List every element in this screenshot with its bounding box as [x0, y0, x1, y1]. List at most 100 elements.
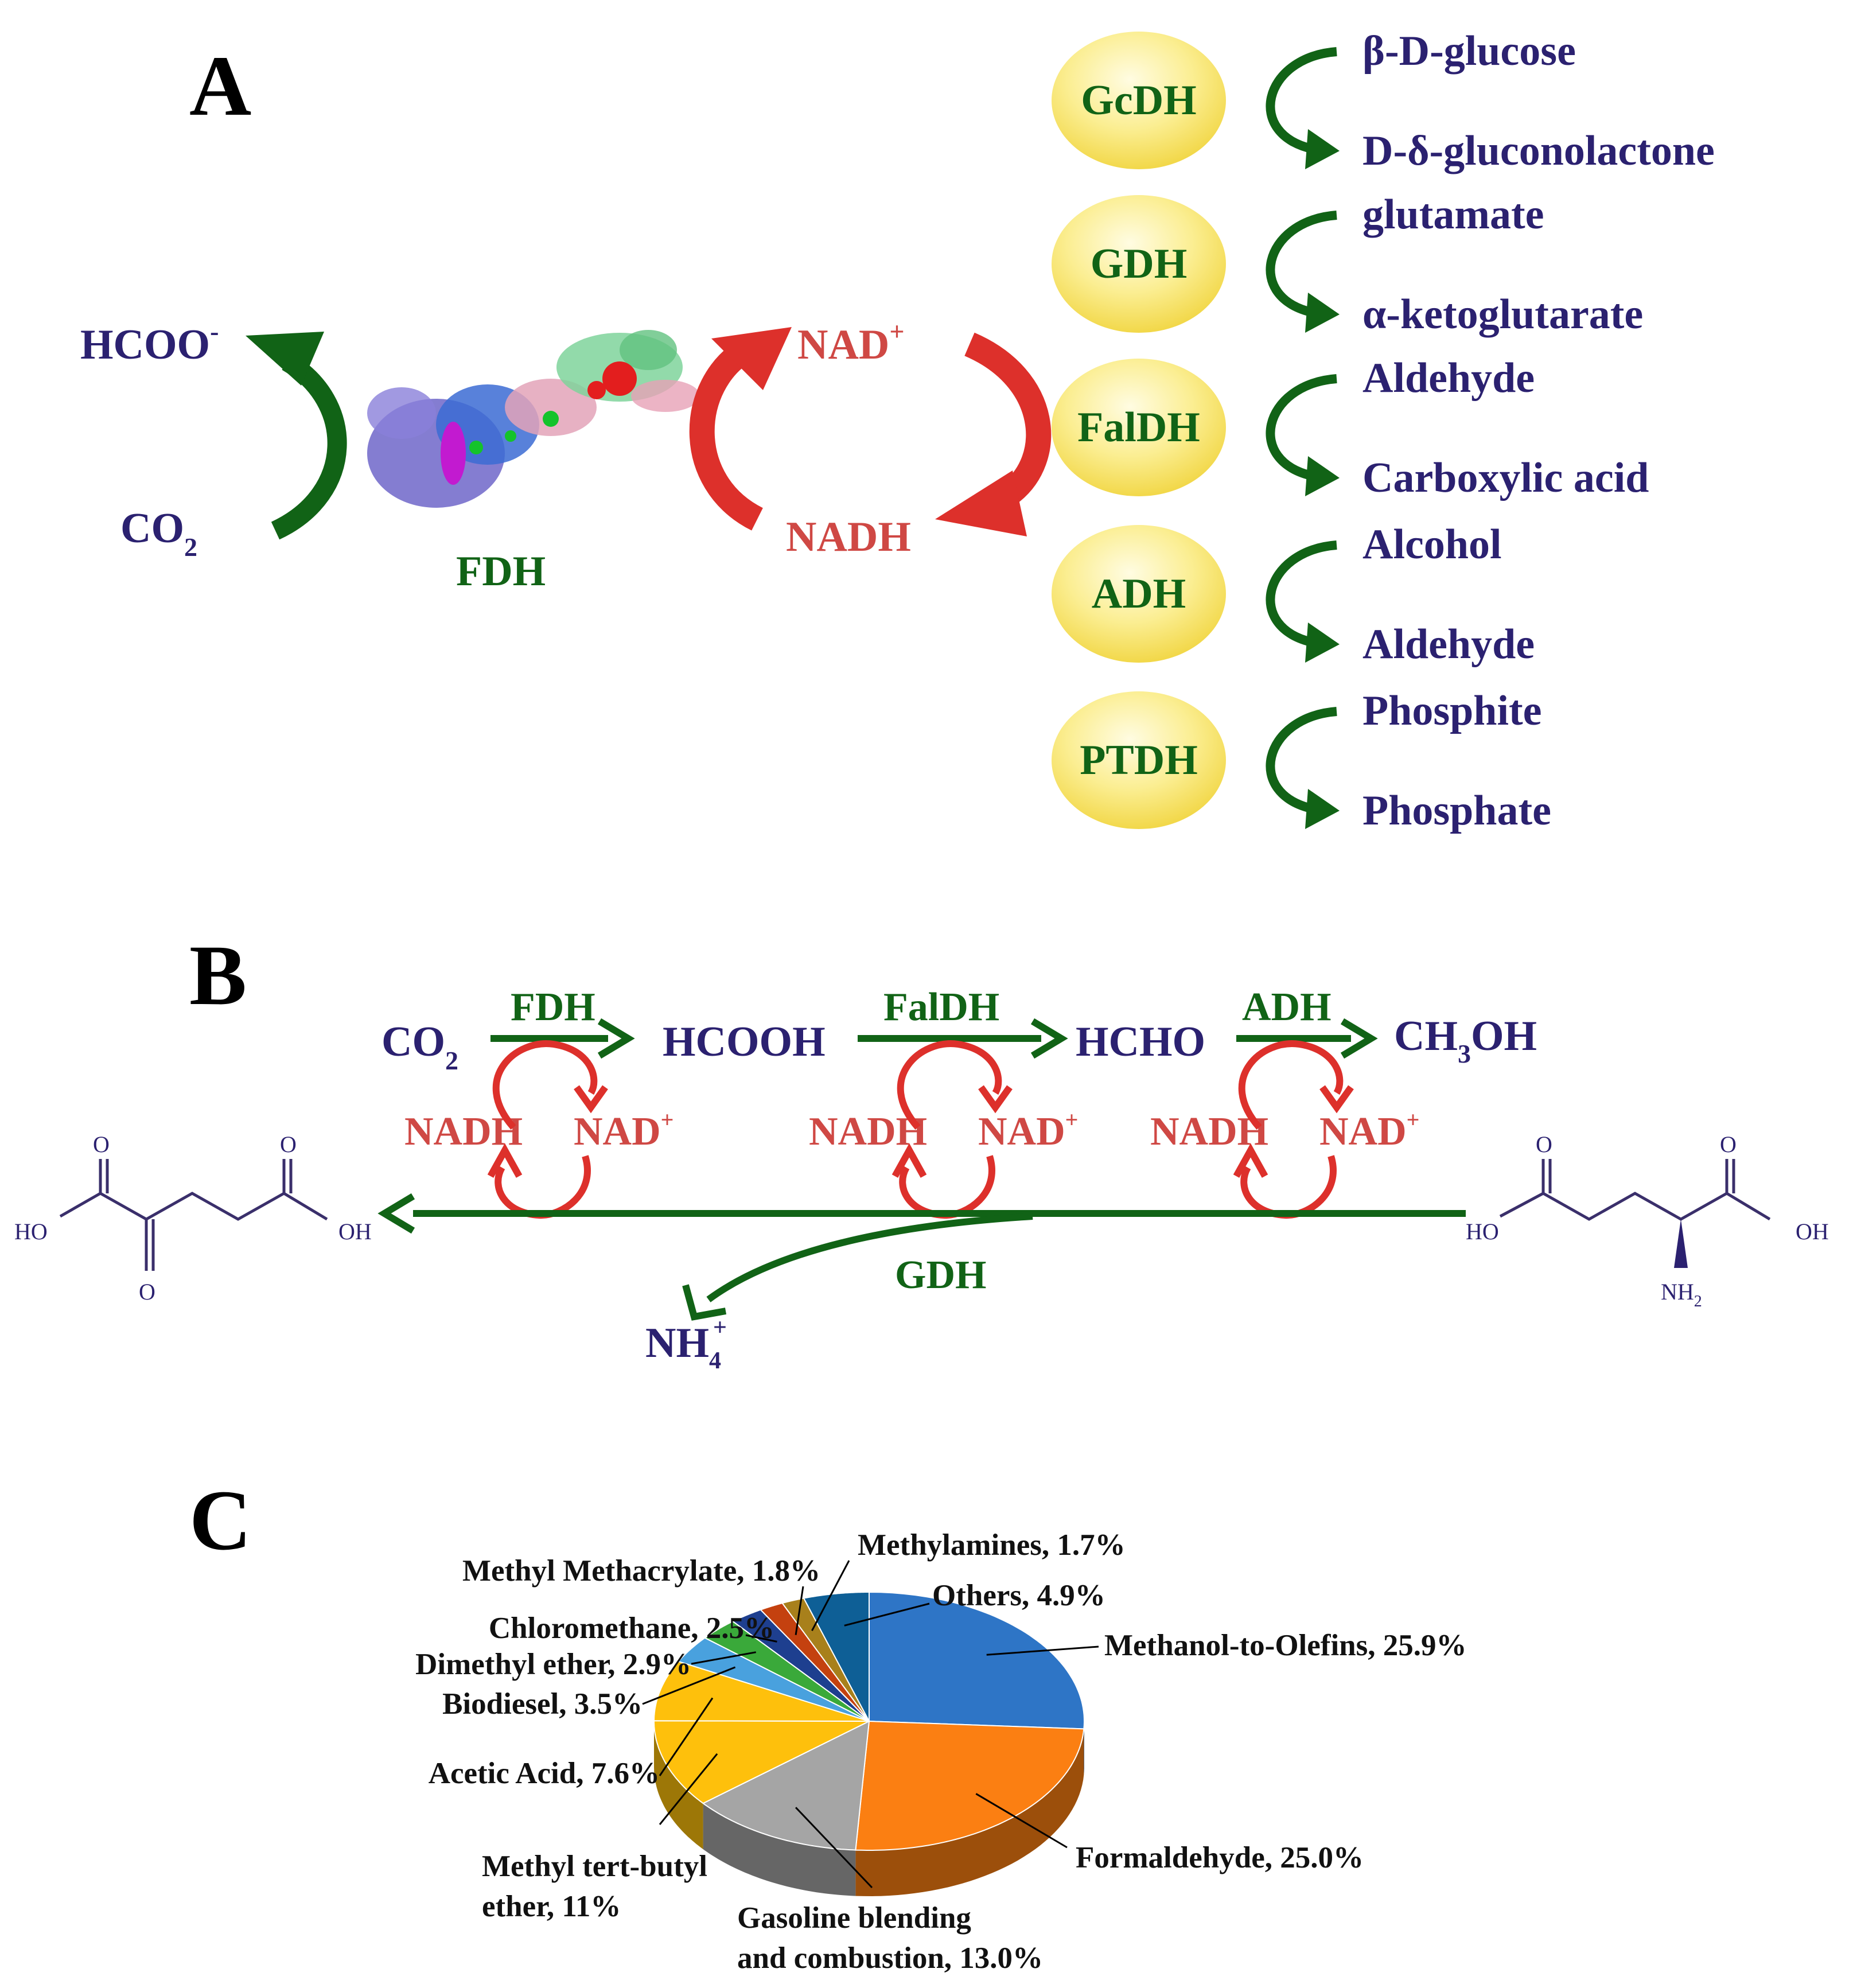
- b-adh-arrowhead: [1340, 1018, 1378, 1059]
- pie-data-label: Acetic Acid, 7.6%: [429, 1757, 660, 1790]
- b-ch3oh-a: CH: [1394, 1013, 1458, 1060]
- b-cycle-3: NADH NAD+: [1150, 1040, 1419, 1219]
- glutamate-wedge-bond: [1674, 1219, 1688, 1268]
- glu-nh2-main: NH: [1661, 1279, 1694, 1305]
- pie-slice: [731, 1609, 870, 1722]
- glu-o-2: O: [1720, 1131, 1737, 1157]
- glu-nh2-sub: 2: [1694, 1293, 1702, 1310]
- pie-slice: [678, 1637, 870, 1722]
- enzyme-ellipse: [1052, 359, 1226, 496]
- pie-data-label: Biodiesel, 3.5%: [442, 1687, 643, 1721]
- pie-slice-side: [654, 1721, 703, 1850]
- enzyme-reaction-arrow: [1266, 47, 1337, 154]
- nadh-to-nad-arrowhead: [711, 327, 792, 390]
- b-nad-3: NAD+: [1319, 1107, 1419, 1154]
- enzyme-reaction-arrowhead: [1305, 789, 1340, 829]
- akg-o-1: O: [93, 1131, 110, 1157]
- pie-slice: [702, 1720, 870, 1851]
- b-cycle-1-bottom-head: [487, 1143, 523, 1178]
- pie-leader-line: [691, 1651, 756, 1665]
- co2-to-hcoo-arrowhead: [246, 332, 324, 386]
- glu-o-1: O: [1536, 1131, 1552, 1157]
- enzyme-reaction-arrow: [1266, 211, 1337, 317]
- pie-leader-line: [795, 1807, 873, 1889]
- nadh-text: NADH: [786, 513, 911, 561]
- enzyme-product: α-ketoglutarate: [1362, 291, 1643, 338]
- b-nad-2-sup: +: [1065, 1107, 1079, 1133]
- b-nad-1-main: NAD: [574, 1110, 661, 1154]
- nad-to-nadh-arrow: [964, 332, 1052, 504]
- co2-main: CO: [120, 505, 184, 552]
- b-cycle-1: NADH NAD+: [404, 1040, 674, 1219]
- pie-leader-line: [659, 1753, 718, 1825]
- nh4-branch-arrow: [706, 1213, 1033, 1302]
- b-nad-3-sup: +: [1407, 1107, 1420, 1133]
- b-cycle-3-bottom-head: [1233, 1143, 1268, 1178]
- pie-data-label: Chloromethane, 2.5%: [489, 1612, 774, 1645]
- enzyme-product: D-δ-gluconolactone: [1362, 127, 1715, 174]
- gdh-main-arrowhead: [377, 1193, 415, 1234]
- akg-ho: HO: [14, 1219, 48, 1244]
- b-cycle-2-bottom-head: [891, 1143, 927, 1178]
- pie-leader-line: [844, 1602, 930, 1627]
- pie-data-label: ether, 11%: [482, 1890, 621, 1923]
- b-adh-label: ADH: [1242, 985, 1332, 1029]
- b-fdh-arrowhead: [597, 1018, 635, 1059]
- pie-labels: Methanol-to-Olefins, 25.9%Formaldehyde, …: [415, 1528, 1466, 1975]
- enzyme-reaction-arrow: [1266, 374, 1337, 481]
- b-cycle-3-top-head: [1319, 1085, 1354, 1114]
- enzyme-ellipse: [1052, 525, 1226, 663]
- b-cycle-1-top-head: [574, 1085, 608, 1114]
- enzyme-substrate: Aldehyde: [1362, 355, 1535, 402]
- enzyme-product: Carboxylic acid: [1362, 454, 1649, 501]
- alpha-ketoglutarate-structure: [59, 1159, 328, 1271]
- enzyme-list: GcDHβ-D-glucoseD-δ-gluconolactoneGDHglut…: [1052, 28, 1715, 834]
- co2-sub: 2: [184, 532, 197, 562]
- pie-slice: [803, 1592, 870, 1722]
- b-gdh-label: GDH: [895, 1253, 986, 1297]
- enzyme-ellipse: [1052, 32, 1226, 169]
- enzyme-product: Phosphate: [1362, 787, 1551, 834]
- b-ch3oh-sub: 3: [1458, 1039, 1471, 1068]
- b-cycle-1-top-arc: [492, 1040, 598, 1130]
- enzyme-reaction-arrow: [1266, 707, 1337, 814]
- b-nad-1-sup: +: [661, 1107, 674, 1133]
- glu-nh2: NH2: [1661, 1279, 1702, 1310]
- pie-slice: [869, 1591, 1085, 1730]
- pie-leader-line: [975, 1793, 1068, 1849]
- hcoo-text: HCOO-: [80, 317, 219, 368]
- pie-data-label: Methylamines, 1.7%: [858, 1528, 1126, 1562]
- pie-leader-line: [642, 1666, 736, 1705]
- b-cycle-2-top-head: [978, 1085, 1013, 1114]
- nad-plus-text: NAD+: [797, 317, 905, 368]
- b-nad-3-main: NAD: [1319, 1110, 1407, 1154]
- b-ch3oh-text: CH3OH: [1394, 1013, 1537, 1068]
- enzyme-name: GcDH: [1081, 77, 1196, 124]
- hcoo-sup: -: [210, 317, 219, 346]
- enzyme-substrate: Alcohol: [1362, 521, 1502, 568]
- enzyme-name: PTDH: [1080, 737, 1198, 784]
- nad-to-nadh-arrowhead: [935, 470, 1027, 536]
- b-faldh-label: FalDH: [883, 985, 999, 1029]
- pie-slice-side: [703, 1803, 856, 1896]
- b-co2-text: CO2: [381, 1018, 458, 1075]
- enzyme-product: Aldehyde: [1362, 621, 1535, 668]
- nh4-main: NH: [645, 1320, 709, 1367]
- nh4-sub: 4: [709, 1348, 721, 1374]
- b-nad-2: NAD+: [978, 1107, 1078, 1154]
- pie-chart: Methanol-to-Olefins, 25.9%Formaldehyde, …: [415, 1528, 1466, 1975]
- b-cycle-3-top-arc: [1238, 1040, 1344, 1130]
- fdh-protein-structure: [367, 330, 700, 508]
- enzyme-reaction-arrowhead: [1305, 293, 1340, 333]
- co2-to-hcoo-arrow: [271, 353, 347, 540]
- pie-data-label: Gasoline blending: [737, 1901, 971, 1935]
- pie-slice: [855, 1720, 1085, 1851]
- pie-data-label: Formaldehyde, 25.0%: [1076, 1841, 1364, 1874]
- pie-leader-line: [986, 1645, 1099, 1656]
